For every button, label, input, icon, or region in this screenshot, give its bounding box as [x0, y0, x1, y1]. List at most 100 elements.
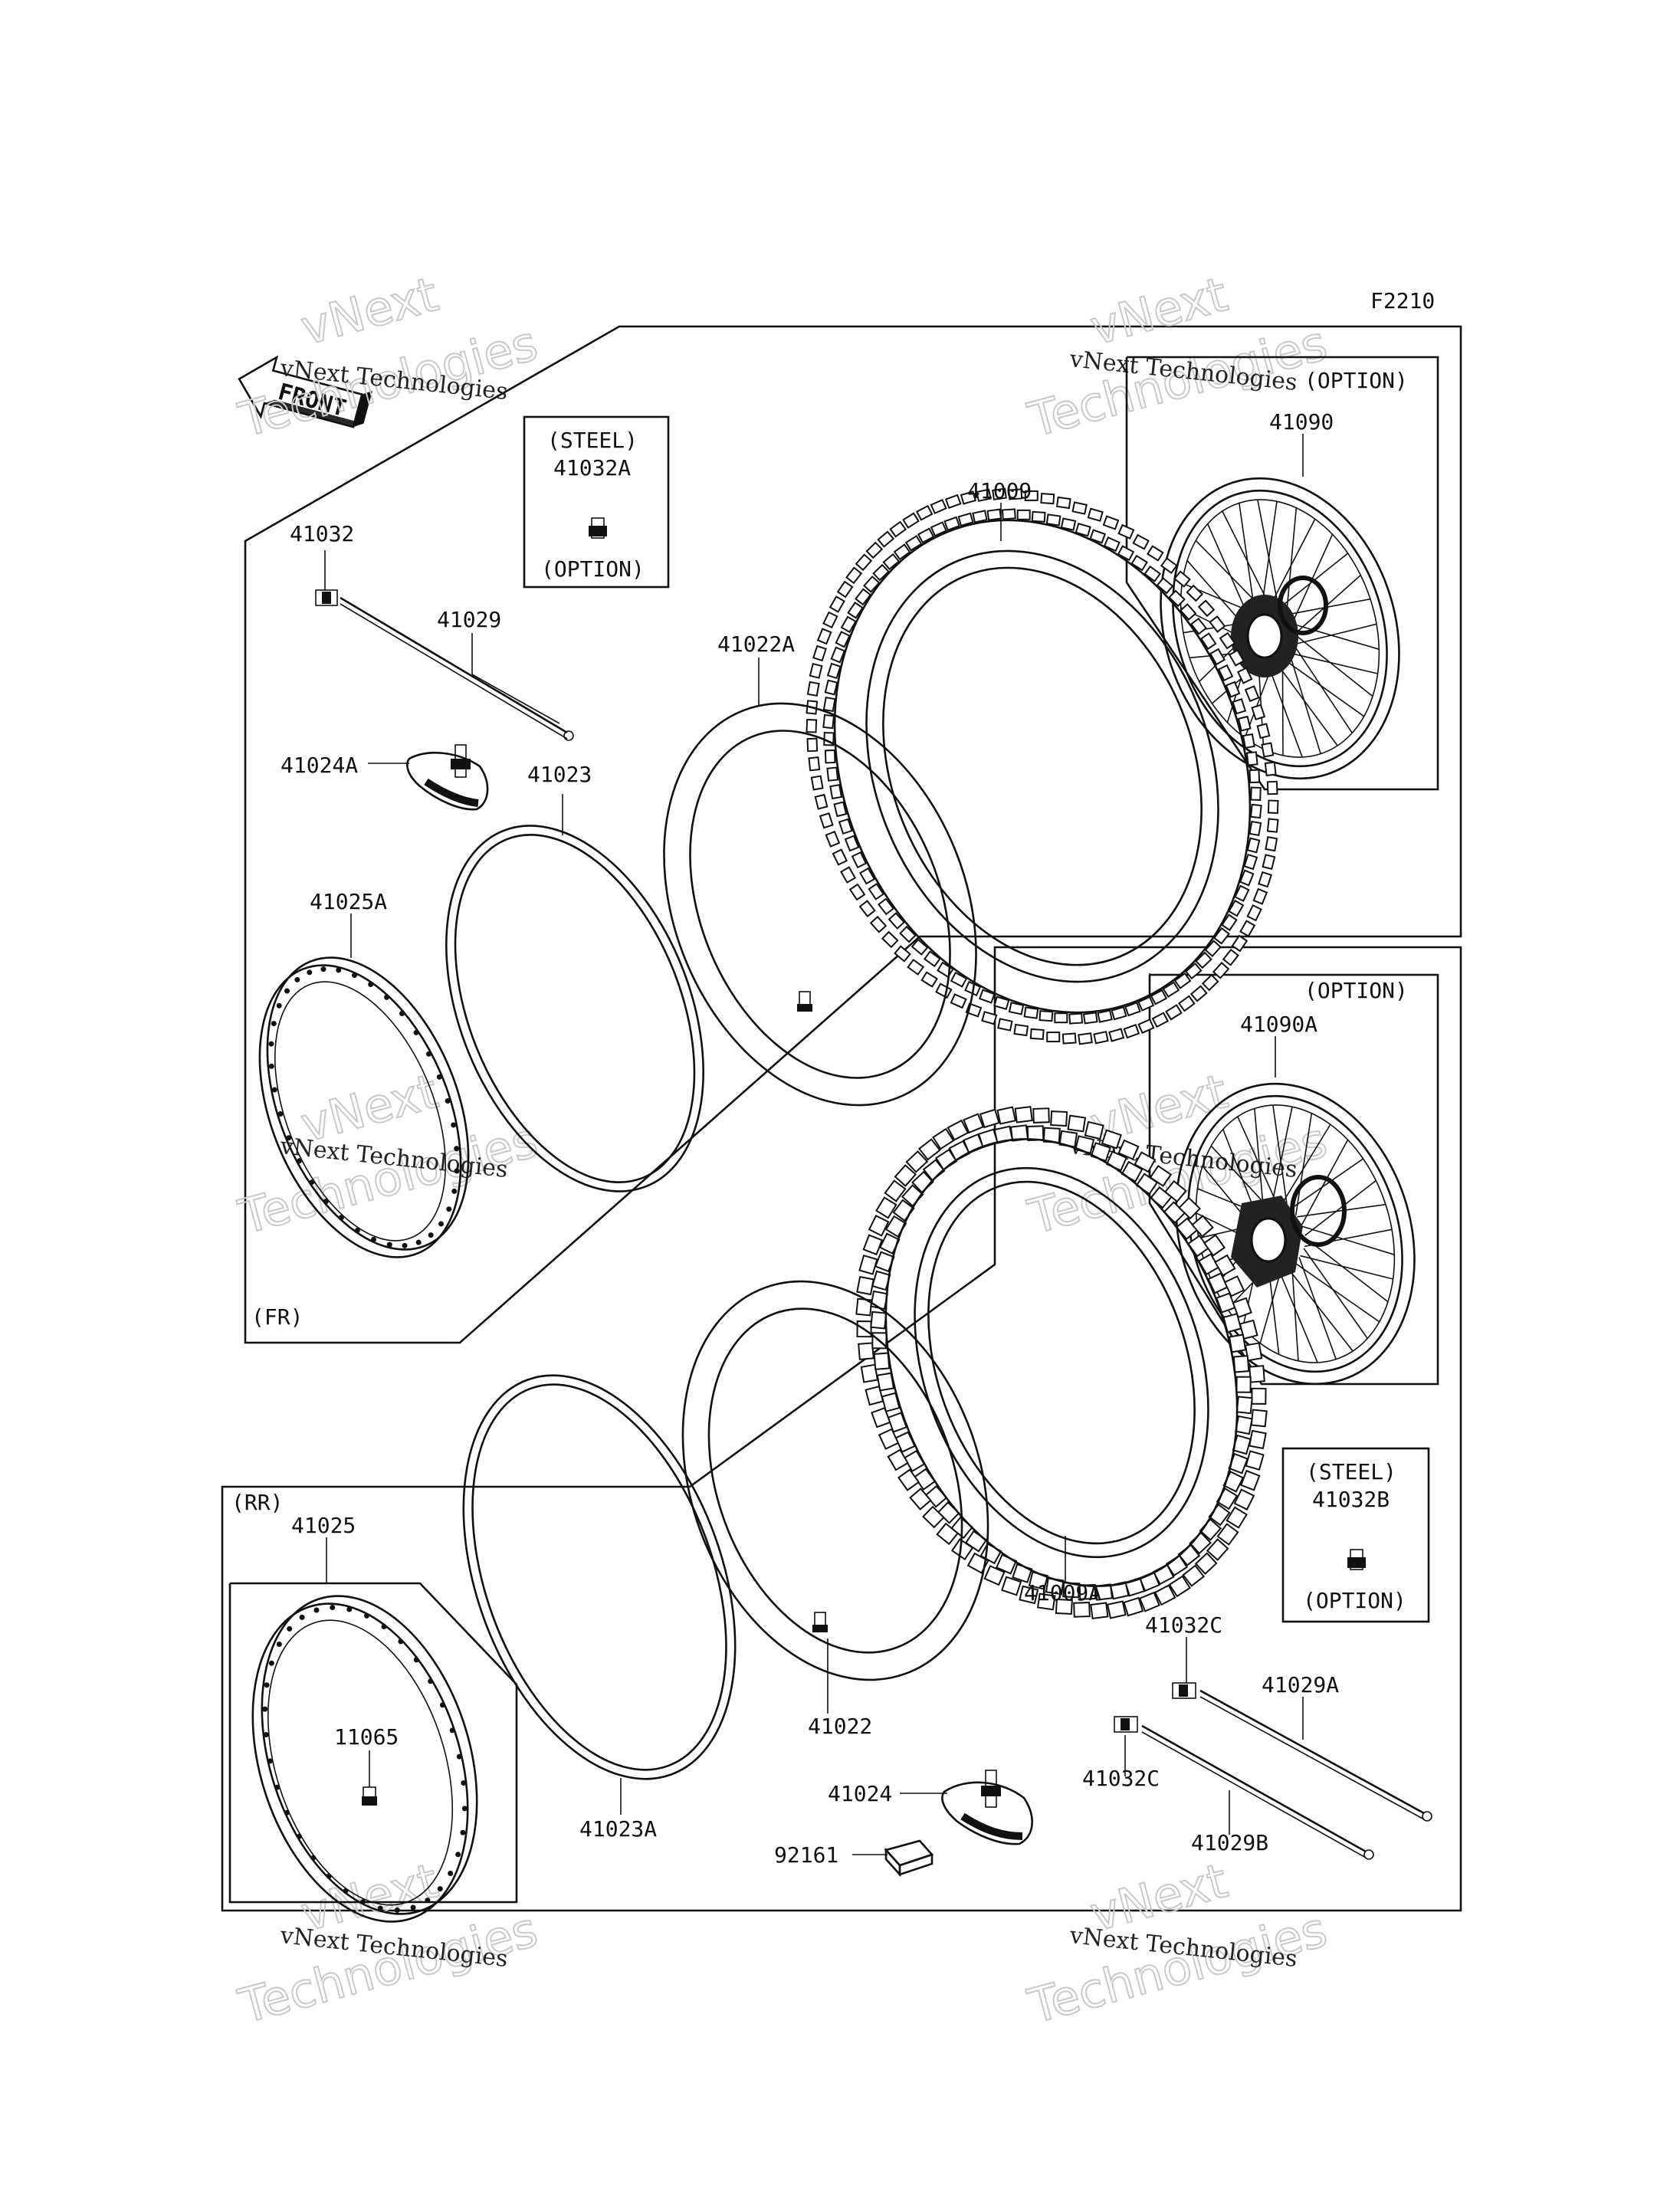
tread-knob	[950, 1538, 974, 1560]
tread-knob	[1016, 509, 1031, 520]
tread-knob	[1209, 615, 1226, 633]
tread-knob	[1031, 510, 1046, 523]
tread-knob	[1089, 529, 1107, 544]
tread-knob	[845, 566, 863, 585]
tread-knob	[1244, 685, 1260, 703]
tread-knob	[1203, 1234, 1226, 1257]
tread-knob	[1250, 1409, 1268, 1428]
label-41029B: 41029B	[1191, 1830, 1268, 1855]
tread-knob	[1117, 523, 1135, 540]
tread-knob	[1264, 761, 1277, 776]
tread-knob	[1137, 1018, 1155, 1035]
spoke-line	[1210, 1145, 1271, 1209]
tread-knob	[913, 1468, 937, 1491]
spoke-line	[1289, 654, 1321, 754]
tread-knob	[1223, 1275, 1245, 1297]
tread-knob	[996, 1106, 1017, 1125]
tread-knob	[1235, 1376, 1252, 1393]
rim-hole	[313, 1607, 320, 1613]
tread-knob	[822, 713, 835, 730]
rim-hole	[445, 1097, 451, 1104]
rim-hole	[330, 1604, 336, 1610]
rim-hole	[428, 1678, 434, 1684]
tread-knob	[1001, 508, 1016, 520]
spoke-line	[1293, 1261, 1380, 1323]
tread-knob	[868, 1215, 890, 1237]
tread-knob	[816, 628, 832, 645]
tread-knob	[1249, 1365, 1265, 1383]
rim-hole	[446, 1206, 452, 1212]
tread-knob	[812, 645, 827, 662]
label-11065: 11065	[334, 1724, 399, 1750]
tread-knob	[855, 553, 873, 572]
rim-hole	[381, 1624, 387, 1630]
tread-knob	[826, 766, 839, 782]
front-wheel-assembly-icon	[1160, 477, 1400, 780]
tread-knob	[1173, 570, 1191, 588]
tread-knob	[1244, 1342, 1263, 1362]
tread-knob	[1008, 488, 1023, 500]
tread-knob	[1217, 664, 1234, 682]
tread-knob	[1239, 920, 1256, 937]
tread-knob	[1130, 554, 1148, 572]
rim-hole	[309, 1179, 315, 1186]
tread-knob	[1156, 577, 1174, 595]
front-tire-icon	[806, 487, 1279, 1045]
steel-box-front: (STEEL) 41032A (OPTION)	[523, 415, 670, 589]
tread-knob	[1232, 1297, 1252, 1319]
tread-knob	[957, 512, 974, 527]
tread-knob	[829, 595, 845, 613]
rim-hole	[449, 1727, 455, 1734]
tread-knob	[947, 1119, 970, 1141]
tread-knob	[899, 925, 917, 943]
tread-knob	[1249, 820, 1262, 837]
spoke-line	[1237, 1116, 1279, 1208]
tread-knob	[1239, 1469, 1261, 1491]
tread-knob	[1032, 1107, 1050, 1123]
tread-knob	[1232, 697, 1247, 715]
valve-nut-icon	[1347, 1549, 1366, 1570]
tread-knob	[1106, 1600, 1127, 1619]
spoke-line	[1294, 645, 1353, 733]
watermark-bottom-right: vNext Technologies vNext Technologies	[1022, 1852, 1334, 2035]
rim-hole	[438, 1221, 444, 1227]
spoke-line	[1291, 1262, 1299, 1361]
tread-knob	[1019, 1585, 1039, 1605]
tread-knob	[830, 646, 846, 664]
label-41025: 41025	[291, 1513, 356, 1538]
tread-knob	[1123, 1596, 1144, 1617]
tread-knob	[986, 508, 1002, 521]
front-spoke-icon	[315, 589, 574, 741]
tread-knob	[870, 1290, 888, 1310]
tread-knob	[1228, 899, 1245, 917]
tread-knob	[907, 958, 925, 976]
tread-knob	[1102, 515, 1120, 530]
tread-knob	[887, 1448, 909, 1471]
label-41029A: 41029A	[1262, 1672, 1339, 1697]
tread-knob	[1137, 996, 1155, 1012]
tread-knob	[1151, 1012, 1170, 1028]
figure-code: F2210	[1370, 288, 1435, 313]
tread-knob	[1233, 1488, 1255, 1511]
tread-knob	[930, 521, 947, 537]
spoke-line	[1298, 1257, 1337, 1360]
rim-hole	[267, 1758, 274, 1764]
tread-knob	[878, 1428, 900, 1450]
label-41025A: 41025A	[310, 889, 387, 914]
tread-knob	[1138, 1591, 1160, 1612]
rim-hole	[326, 1873, 332, 1879]
tread-knob	[1239, 1319, 1258, 1340]
spoke-line	[1195, 540, 1262, 607]
tread-knob	[1201, 973, 1219, 992]
tread-knob	[1134, 1151, 1157, 1173]
rim-hole	[268, 1063, 274, 1069]
tread-knob	[1117, 1139, 1140, 1160]
rim-hole	[413, 1029, 419, 1035]
rim-hole	[425, 1898, 431, 1904]
tread-knob	[1251, 704, 1266, 721]
label-41090: 41090	[1269, 409, 1334, 435]
tread-knob	[822, 696, 836, 713]
rim-hole	[410, 1904, 416, 1911]
tread-knob	[1162, 981, 1180, 998]
